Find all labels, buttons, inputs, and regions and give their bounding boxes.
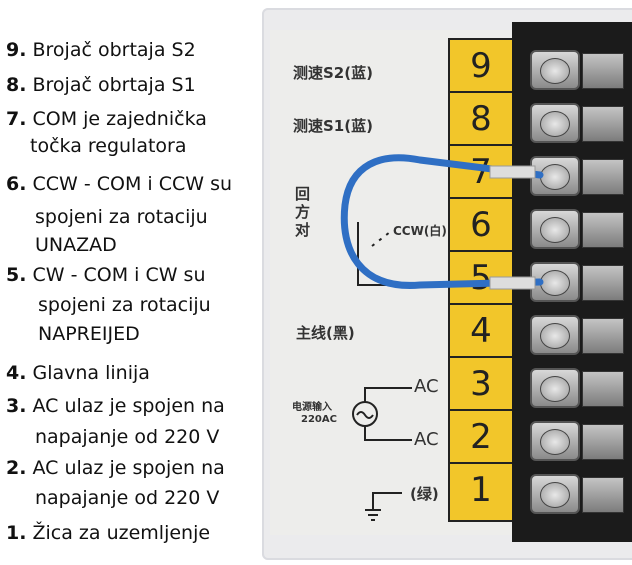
annotation-6-line3: UNAZAD (35, 234, 117, 256)
num: 6. (6, 173, 27, 195)
label-ground: (绿) (410, 485, 439, 503)
text: COM je zajednička (32, 108, 207, 130)
dir-char: 方 (295, 203, 311, 221)
terminal-number-9: 9 (450, 40, 512, 93)
annotation-2: 2. AC ulaz je spojen na (6, 456, 225, 480)
text: Glavna linija (32, 362, 150, 384)
annotation-1: 1. Žica za uzemljenje (6, 521, 210, 545)
text: AC ulaz je spojen na (32, 395, 225, 417)
clamp (582, 212, 624, 248)
annotation-6: 6. CCW - COM i CCW su (6, 172, 232, 196)
ac-source-icon (352, 401, 378, 427)
terminal-number-1: 1 (470, 470, 492, 510)
screw-icon (530, 421, 580, 461)
num: 3. (6, 395, 27, 417)
label-ac-2: AC (414, 429, 439, 450)
clamp (582, 265, 624, 301)
clamp (582, 371, 624, 407)
num: 7. (6, 108, 27, 130)
dir-char: 回 (295, 185, 311, 203)
annotation-7-line2: točka regulatora (30, 135, 187, 157)
terminal-number-7: 7 (450, 146, 512, 199)
terminal-number-5: 5 (450, 252, 512, 305)
clamp (582, 318, 624, 354)
annotation-3: 3. AC ulaz je spojen na (6, 394, 225, 418)
num: 1. (6, 522, 27, 544)
num: 8. (6, 74, 27, 96)
clamp (582, 53, 624, 89)
annotation-9: 9. Brojač obrtaja S2 (6, 38, 196, 62)
screw-icon (530, 209, 580, 249)
label-direction: 回 方 对 (295, 185, 310, 239)
label-s1: 测速S1(蓝) (293, 117, 373, 135)
annotation-5-line2: spojeni za rotaciju (38, 294, 211, 316)
text: CW - COM i CW su (32, 264, 206, 286)
num: 4. (6, 362, 27, 384)
text: AC ulaz je spojen na (32, 457, 225, 479)
ground-icon (365, 492, 402, 521)
wire-ferrule (489, 165, 536, 179)
label-power: 电源输入 (292, 402, 332, 413)
label-main: 主线(黑) (296, 324, 355, 342)
dir-char: 对 (295, 221, 311, 239)
ccw-dashed-line (371, 231, 391, 247)
ac-line-1 (364, 387, 412, 402)
text: CCW - COM i CCW su (32, 173, 233, 195)
screw-icon (530, 50, 580, 90)
terminal-number-2: 2 (450, 411, 512, 464)
text: Brojač obrtaja S2 (32, 39, 196, 61)
annotation-2-line2: napajanje od 220 V (35, 487, 220, 509)
wire-ferrule (489, 276, 536, 290)
num: 5. (6, 264, 27, 286)
label-ac-1: AC (414, 376, 439, 397)
text: Žica za uzemljenje (32, 522, 211, 544)
clamp (582, 477, 624, 513)
screw-icon (530, 315, 580, 355)
terminal-number-6: 6 (450, 199, 512, 252)
annotation-5-line3: NAPREIJED (38, 323, 140, 345)
screw-icon (530, 103, 580, 143)
annotation-5: 5. CW - COM i CW su (6, 263, 206, 287)
text: Brojač obrtaja S1 (32, 74, 196, 96)
clamp (582, 159, 624, 195)
ac-line-2 (364, 426, 412, 441)
label-s2: 测速S2(蓝) (293, 64, 373, 82)
num: 2. (6, 457, 27, 479)
annotation-4: 4. Glavna linija (6, 361, 150, 385)
annotation-8: 8. Brojač obrtaja S1 (6, 73, 196, 97)
label-voltage: 220AC (301, 414, 337, 425)
annotation-7: 7. COM je zajednička (6, 107, 207, 131)
blue-wire (340, 154, 544, 289)
label-ccw: CCW(白) (393, 224, 447, 238)
num: 9. (6, 39, 27, 61)
annotation-3-line2: napajanje od 220 V (35, 426, 220, 448)
terminal-number-3: 3 (450, 358, 512, 411)
terminal-number-8: 8 (450, 93, 512, 146)
screw-icon (530, 474, 580, 514)
clamp (582, 106, 624, 142)
screw-icon (530, 368, 580, 408)
terminal-number-4: 4 (450, 305, 512, 358)
annotation-6-line2: spojeni za rotaciju (35, 206, 208, 228)
clamp (582, 424, 624, 460)
